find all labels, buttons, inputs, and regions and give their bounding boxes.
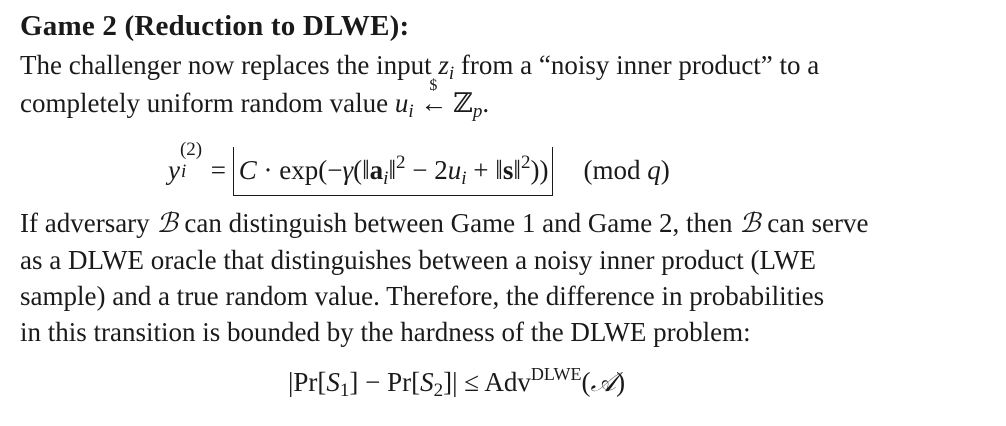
dollar-symbol: $ <box>429 77 438 94</box>
eq2-S1-subscript: 1 <box>339 380 350 401</box>
var-z-subscript: i <box>448 63 455 84</box>
eq2-dlwe-superscript: DLWE <box>530 364 582 384</box>
integers-mod-p: ℤ <box>453 88 473 118</box>
intro-line-1: The challenger now replaces the input zi… <box>20 47 819 92</box>
eq-close-parens: )) <box>530 155 549 185</box>
eq2-S1: S <box>326 367 340 397</box>
uniform-sample-arrow: $← <box>420 77 448 121</box>
eq-plus-norm: + ‖ <box>466 155 503 185</box>
eq-lhs-y: y <box>168 155 180 185</box>
section-heading: Game 2 (Reduction to DLWE): <box>20 10 410 42</box>
intro-text-1b: from a “noisy inner product” to a <box>454 50 820 80</box>
floor-brackets: C · exp(−γ(‖ai‖2 − 2ui + ‖s‖2)) <box>232 147 554 196</box>
eq-minus-2: − 2 <box>405 155 448 185</box>
body-line-1: If adversary ℬ can distinguish between G… <box>20 205 988 242</box>
eq-lhs-superscript: (2) <box>179 139 203 160</box>
body-line-2: as a DLWE oracle that distinguishes betw… <box>20 245 816 275</box>
eq2-arg-open: ( <box>581 367 591 397</box>
intro-period: . <box>482 88 490 118</box>
eq2-mid: ] − Pr[ <box>349 367 421 397</box>
adversary-B-2: ℬ <box>739 208 761 239</box>
eq-norm-close-2: ‖ <box>513 155 521 185</box>
eq2-close: ]| ≤ Adv <box>443 367 531 397</box>
eq-a-subscript: i <box>383 168 389 189</box>
eq-square-2: 2 <box>520 152 531 173</box>
var-u-subscript: i <box>408 101 414 122</box>
var-u: u <box>394 88 409 118</box>
left-arrow: ← <box>420 88 448 118</box>
eq-norm-close: ‖ <box>388 155 397 185</box>
eq2-open: |Pr[ <box>288 367 327 397</box>
intro-line-2: completely uniform random value ui $← ℤp… <box>20 77 490 130</box>
eq-norm-open: (‖ <box>353 155 370 185</box>
eq-a-vector: a <box>369 155 384 185</box>
eq2-S2-subscript: 2 <box>433 380 444 401</box>
adversary-A: 𝒜 <box>590 367 617 398</box>
eq-equals: = <box>203 155 233 185</box>
adversary-B-1: ℬ <box>156 208 178 239</box>
eq2-arg-close: ) <box>616 367 626 397</box>
eq-dot-exp: · exp(− <box>256 155 343 185</box>
eq-C: C <box>238 155 257 185</box>
eq-u-subscript: i <box>461 168 467 189</box>
eq-u: u <box>447 155 462 185</box>
equation-y2: y(2)i = C · exp(−γ(‖ai‖2 − 2ui + ‖s‖2))(… <box>168 139 670 196</box>
var-z: z <box>438 50 449 80</box>
intro-text-1a: The challenger now replaces the input <box>20 50 439 80</box>
eq2-S2: S <box>420 367 434 397</box>
eq-mod-open: (mod <box>583 155 648 185</box>
body-text-1c: can serve <box>760 208 869 238</box>
body-line-3: sample) and a true random value. Therefo… <box>20 281 825 311</box>
eq-mod-q: q <box>647 155 661 185</box>
eq-lhs-scripts: (2)i <box>180 139 204 186</box>
eq-lhs-subscript: i <box>180 161 187 182</box>
intro-text-2a: completely uniform random value <box>20 88 395 118</box>
body-text-1b: can distinguish between Game 1 and Game … <box>177 208 740 238</box>
eq-square-1: 2 <box>396 152 406 173</box>
explanation-paragraph: If adversary ℬ can distinguish between G… <box>20 205 988 350</box>
p-subscript: p <box>472 101 483 122</box>
equation-advantage-bound: |Pr[S1] − Pr[S2]| ≤ AdvDLWE(𝒜) <box>288 364 625 402</box>
body-text-1a: If adversary <box>20 208 157 238</box>
eq-s-vector: s <box>502 155 514 185</box>
eq-mod-close: ) <box>660 155 670 185</box>
body-line-4: in this transition is bounded by the har… <box>20 317 751 347</box>
eq-gamma: γ <box>342 155 354 185</box>
